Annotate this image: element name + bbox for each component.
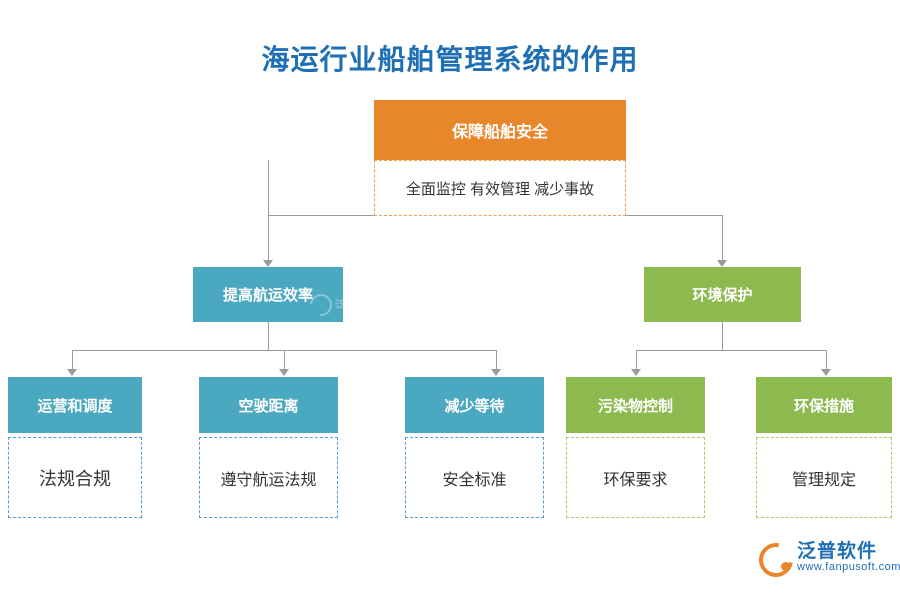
arrow-child-1	[67, 369, 77, 376]
node-reduce-waiting[interactable]: 减少等待	[405, 377, 544, 433]
node-efficiency[interactable]: 提高航运效率	[193, 267, 343, 322]
node-operations-dispatch-label: 运营和调度	[37, 397, 113, 415]
node-pollutant-control-label: 污染物控制	[597, 397, 673, 415]
brand-name-cn: 泛普软件	[797, 541, 878, 563]
arrow-child-5	[821, 369, 831, 376]
desc-environmental-measures: 管理规定	[756, 437, 892, 518]
connector-child-3	[496, 350, 497, 372]
desc-reduce-waiting-text: 安全标准	[442, 471, 507, 489]
connector-child-1	[72, 350, 73, 372]
node-empty-distance[interactable]: 空驶距离	[199, 377, 338, 433]
connector-root-left-vertical	[268, 160, 269, 215]
brand-url: www.fanpusoft.com	[797, 561, 900, 574]
node-root[interactable]: 保障船舶安全	[374, 100, 626, 160]
desc-operations-dispatch: 法规合规	[8, 437, 142, 518]
desc-pollutant-control-text: 环保要求	[603, 471, 668, 489]
brand-mark-icon	[752, 536, 800, 584]
node-empty-distance-label: 空驶距离	[238, 397, 299, 415]
desc-environmental-measures-text: 管理规定	[791, 471, 856, 489]
node-root-label: 保障船舶安全	[451, 124, 548, 141]
connector-efficiency-down	[268, 322, 269, 350]
desc-reduce-waiting: 安全标准	[405, 437, 544, 518]
page-title: 海运行业船舶管理系统的作用	[261, 44, 639, 75]
connector-to-efficiency	[268, 215, 269, 263]
connector-environment-bus	[636, 350, 826, 351]
node-efficiency-label: 提高航运效率	[222, 287, 313, 304]
center-watermark: 泛普软件	[305, 289, 382, 321]
node-reduce-waiting-label: 减少等待	[444, 397, 505, 415]
arrow-to-efficiency	[263, 260, 273, 267]
brand-logo: 泛普软件 www.fanpusoft.com	[752, 536, 900, 584]
arrow-child-3	[491, 369, 501, 376]
brand-text: 泛普软件 www.fanpusoft.com	[797, 542, 900, 573]
node-pollutant-control[interactable]: 污染物控制	[566, 377, 705, 433]
desc-empty-distance-text: 遵守航运法规	[220, 471, 317, 489]
desc-root: 全面监控 有效管理 减少事故	[374, 160, 626, 216]
node-operations-dispatch[interactable]: 运营和调度	[8, 377, 142, 433]
watermark-text: 泛普软件	[335, 299, 375, 311]
desc-empty-distance: 遵守航运法规	[199, 437, 338, 518]
arrow-child-4	[631, 369, 641, 376]
node-environment[interactable]: 环境保护	[644, 267, 801, 322]
connector-child-2	[284, 350, 285, 372]
desc-operations-dispatch-text: 法规合规	[39, 468, 111, 489]
watermark-mark-icon	[305, 289, 337, 321]
connector-child-4	[636, 350, 637, 372]
desc-pollutant-control: 环保要求	[566, 437, 705, 518]
node-environmental-measures-label: 环保措施	[793, 397, 854, 415]
desc-root-text: 全面监控 有效管理 减少事故	[405, 180, 595, 198]
arrow-child-2	[279, 369, 289, 376]
node-environment-label: 环境保护	[692, 287, 753, 304]
connector-environment-down	[722, 322, 723, 350]
connector-to-environment	[722, 215, 723, 263]
arrow-to-environment	[717, 260, 727, 267]
node-environmental-measures[interactable]: 环保措施	[756, 377, 892, 433]
connector-child-5	[826, 350, 827, 372]
